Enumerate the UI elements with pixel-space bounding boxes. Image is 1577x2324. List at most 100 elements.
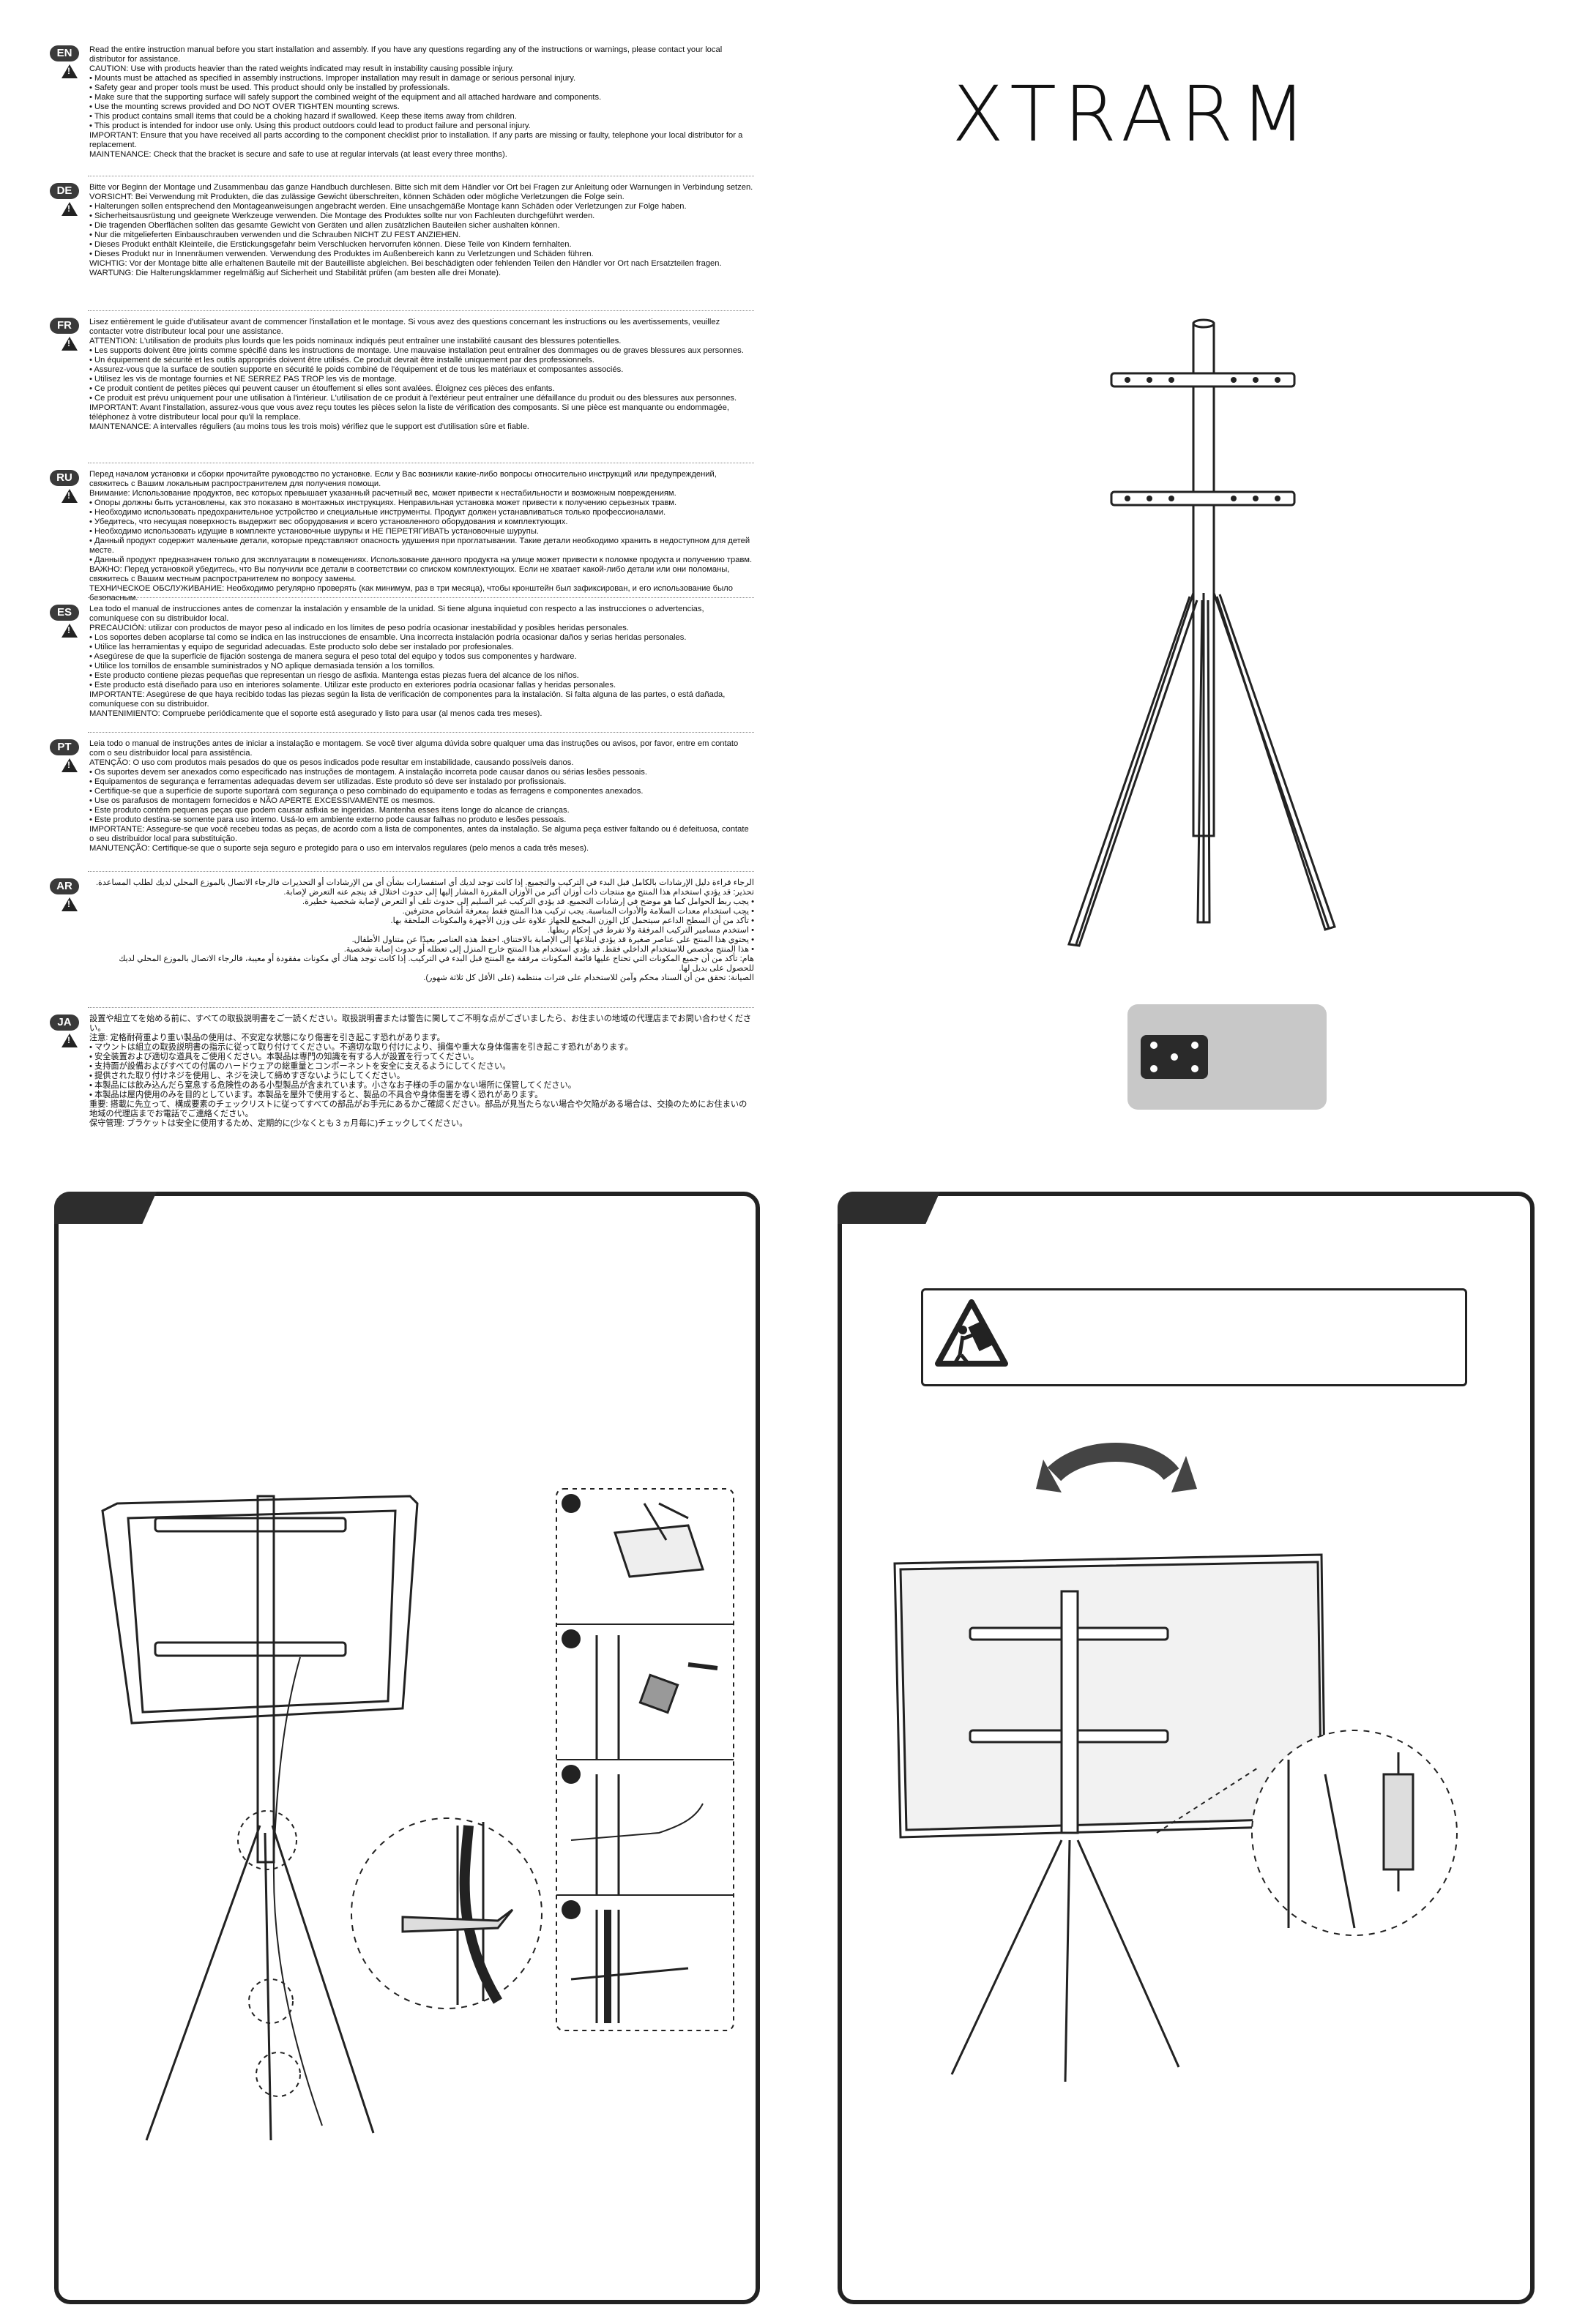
text-line: • This product is intended for indoor us… <box>89 122 531 130</box>
text-line: 注意: 定格耐荷重より重い製品の使用は、不安定な状態になり傷害を引き起こす恐れが… <box>89 1034 445 1042</box>
text-line: • Este producto contiene piezas pequeñas… <box>89 671 579 680</box>
lang-badge-en: EN <box>50 45 79 61</box>
text-line: • Un équipement de sécurité et les outil… <box>89 356 594 365</box>
product-stand-illustration <box>1067 318 1336 947</box>
text-line: Bitte vor Beginn der Montage und Zusamme… <box>89 183 753 192</box>
brand-logo: XTRARM <box>952 70 1314 159</box>
text-line: • Убедитесь, что несущая поверхность выд… <box>89 518 568 526</box>
text-line: VORSICHT: Bei Verwendung mit Produkten, … <box>89 193 625 201</box>
text-line: MAINTENANCE: Check that the bracket is s… <box>89 150 507 159</box>
text-line: • Необходимо использовать идущие в компл… <box>89 527 539 536</box>
text-line: Lisez entièrement le guide d'utilisateur… <box>89 318 720 336</box>
text-line: • تأكد من أن السطح الداعم سيتحمل كل الوز… <box>390 916 754 925</box>
text-line: ВАЖНО: Перед установкой убедитесь, что В… <box>89 565 730 583</box>
text-line: هام: تأكد من أن جميع المكونات التي تحتاج… <box>119 954 754 973</box>
text-line: • Utilisez les vis de montage fournies e… <box>89 375 397 384</box>
text-line: • Use os parafusos de montagem fornecido… <box>89 796 436 805</box>
text-line: Leia todo o manual de instruções antes d… <box>89 739 739 758</box>
two-person-caution-box <box>921 1288 1467 1386</box>
text-line: • Dieses Produkt enthält Kleinteile, die… <box>89 240 572 249</box>
text-line: ТЕХНИЧЕСКОЕ ОБСЛУЖИВАНИЕ: Необходимо рег… <box>89 584 733 602</box>
step-tab <box>54 1192 157 1224</box>
lang-text-ar: الرجاء قراءة دليل الإرشادات بالكامل قبل … <box>89 878 754 983</box>
text-line: • Mounts must be attached as specified i… <box>89 74 576 83</box>
lang-badge-ar: AR <box>50 878 79 894</box>
text-line: • 本製品には飲み込んだら窒息する危険性のある小型製品が含まれています。小さなお… <box>89 1081 576 1090</box>
text-line: • Este producto está diseñado para uso e… <box>89 681 616 690</box>
text-line: • يجب ربط الحوامل كما هو موضح في إرشادات… <box>302 897 754 906</box>
divider <box>88 597 754 598</box>
text-line: WARTUNG: Die Halterungsklammer regelmäßi… <box>89 269 502 277</box>
text-line: • يحتوي هذا المنتج على عناصر صغيرة قد يؤ… <box>351 935 754 944</box>
divider <box>88 1007 754 1008</box>
text-line: • Los soportes deben acoplarse tal como … <box>89 633 687 642</box>
lang-block-ar: AR الرجاء قراءة دليل الإرشادات بالكامل ق… <box>50 878 754 983</box>
warning-icon <box>61 489 78 503</box>
text-line: • Halterungen sollen entsprechend den Mo… <box>89 202 687 211</box>
lang-text-ja: 設置や組立てを始める前に、すべての取扱説明書をご一読ください。取扱説明書または警… <box>89 1015 754 1129</box>
warning-icon <box>61 1034 78 1047</box>
text-line: IMPORTANTE: Assegure-se que você recebeu… <box>89 825 749 843</box>
text-line: PRECAUCIÓN: utilizar con productos de ma… <box>89 624 629 632</box>
text-line: الرجاء قراءة دليل الإرشادات بالكامل قبل … <box>95 878 754 887</box>
text-line: تحذير: قد يؤدي استخدام هذا المنتج مع منت… <box>283 888 754 897</box>
text-line: • Dieses Produkt nur in Innenräumen verw… <box>89 250 594 258</box>
warning-icon <box>61 202 78 216</box>
warning-icon <box>61 624 78 638</box>
text-line: • هذا المنتج مخصص للاستخدام الداخلي فقط.… <box>343 945 754 954</box>
text-line: 設置や組立てを始める前に、すべての取扱説明書をご一読ください。取扱説明書または警… <box>89 1015 752 1033</box>
text-line: 保守管理: ブラケットは安全に使用するため、定期的に(少なくとも３ヵ月毎に)チェ… <box>89 1119 468 1128</box>
text-line: • Nur die mitgelieferten Einbauschrauben… <box>89 231 461 239</box>
text-line: • Asegúrese de que la superficie de fija… <box>89 652 577 661</box>
text-line: • This product contains small items that… <box>89 112 517 121</box>
two-person-lift-warning-icon <box>935 1299 1008 1367</box>
lang-text-es: Lea todo el manual de instrucciones ante… <box>89 605 754 719</box>
assembly-step-panel-1 <box>54 1192 760 2304</box>
text-line: • Данный продукт предназначен только для… <box>89 556 753 564</box>
warning-icon <box>61 897 78 911</box>
text-line: ATENÇÃO: O uso com produtos mais pesados… <box>89 758 574 767</box>
text-line: IMPORTANTE: Asegúrese de que haya recibi… <box>89 690 726 709</box>
lang-badge-es: ES <box>50 605 79 621</box>
text-line: • Os suportes devem ser anexados como es… <box>89 768 647 777</box>
lang-badge-fr: FR <box>50 318 79 334</box>
text-line: • Safety gear and proper tools must be u… <box>89 83 450 92</box>
text-line: • 支持面が設備およびすべての付属のハードウェアの総重量とコンポーネントを安全に… <box>89 1062 511 1071</box>
lang-text-pt: Leia todo o manual de instruções antes d… <box>89 739 754 853</box>
lang-block-pt: PT Leia todo o manual de instruções ante… <box>50 739 754 853</box>
text-line: • Este produto destina-se somente para u… <box>89 815 567 824</box>
step-tab <box>838 1192 940 1224</box>
text-line: • يجب استخدام معدات السلامة والأدوات الم… <box>402 907 754 916</box>
text-line: • Опоры должны быть установлены, как это… <box>89 498 677 507</box>
text-line: • Необходимо использовать предохранитель… <box>89 508 666 517</box>
lang-badge-de: DE <box>50 183 79 199</box>
lang-text-en: Read the entire instruction manual befor… <box>89 45 754 160</box>
lang-badge-pt: PT <box>50 739 79 755</box>
text-line: الصيانة: تحقق من أن السناد محكم وآمن للا… <box>423 974 754 982</box>
text-line: • Equipamentos de segurança e ferramenta… <box>89 777 567 786</box>
text-line: • Make sure that the supporting surface … <box>89 93 602 102</box>
warning-icon <box>61 758 78 772</box>
text-line: MAINTENANCE: A intervalles réguliers (au… <box>89 422 529 431</box>
text-line: • マウントは組立の取扱説明書の指示に従って取り付けてください。不適切な取り付け… <box>89 1043 633 1052</box>
lang-block-de: DE Bitte vor Beginn der Montage und Zusa… <box>50 183 754 278</box>
step-2-illustration <box>893 1443 1458 2082</box>
lang-block-ru: RU Перед началом установки и сборки проч… <box>50 470 754 603</box>
text-line: • Ce produit est prévu uniquement pour u… <box>89 394 737 403</box>
text-line: Перед началом установки и сборки прочита… <box>89 470 717 488</box>
text-line: MANUTENÇÃO: Certifique-se que o suporte … <box>89 844 589 853</box>
text-line: • Utilice los tornillos de ensamble sumi… <box>89 662 436 670</box>
text-line: • Les supports doivent être joints comme… <box>89 346 744 355</box>
step-1-illustration <box>101 1488 734 2141</box>
lang-badge-ja: JA <box>50 1015 79 1031</box>
text-line: MANTENIMIENTO: Compruebe periódicamente … <box>89 709 543 718</box>
vesa-pattern-card <box>1127 1004 1327 1110</box>
text-line: • استخدم مسامير التركيب المرفقة ولا تفرط… <box>547 926 754 935</box>
text-line: Read the entire instruction manual befor… <box>89 45 723 64</box>
text-line: • Utilice las herramientas y equipo de s… <box>89 643 514 651</box>
lang-block-es: ES Lea todo el manual de instrucciones a… <box>50 605 754 719</box>
text-line: CAUTION: Use with products heavier than … <box>89 64 514 73</box>
text-line: • Use the mounting screws provided and D… <box>89 102 400 111</box>
text-line: ATTENTION: L'utilisation de produits plu… <box>89 337 622 345</box>
assembly-step-panel-2 <box>838 1192 1535 2304</box>
